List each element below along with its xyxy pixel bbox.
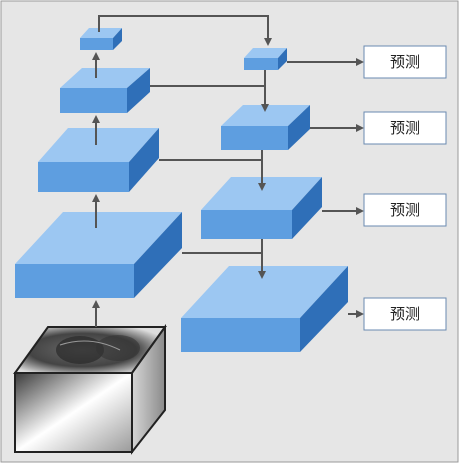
prediction-box-2: 预测 [363, 111, 447, 145]
prediction-label-1: 预测 [390, 53, 420, 71]
bottom-up-block-2 [38, 128, 159, 192]
prediction-label-2: 预测 [390, 119, 420, 137]
bottom-up-block-4 [80, 28, 122, 50]
input-ct-cube [13, 323, 167, 455]
top-down-block-3 [221, 105, 310, 150]
top-down-block-1 [181, 266, 348, 352]
top-down-block-4 [244, 48, 287, 70]
prediction-box-3: 预测 [363, 193, 447, 227]
prediction-box-4: 预测 [363, 297, 447, 331]
prediction-box-1: 预测 [363, 45, 447, 79]
bottom-up-block-1 [15, 212, 182, 298]
bottom-up-block-3 [60, 68, 150, 113]
top-down-block-2 [201, 177, 322, 239]
arrow-block-4-to-top-down-4 [98, 15, 272, 46]
prediction-label-4: 预测 [390, 305, 420, 323]
prediction-label-3: 预测 [390, 201, 420, 219]
